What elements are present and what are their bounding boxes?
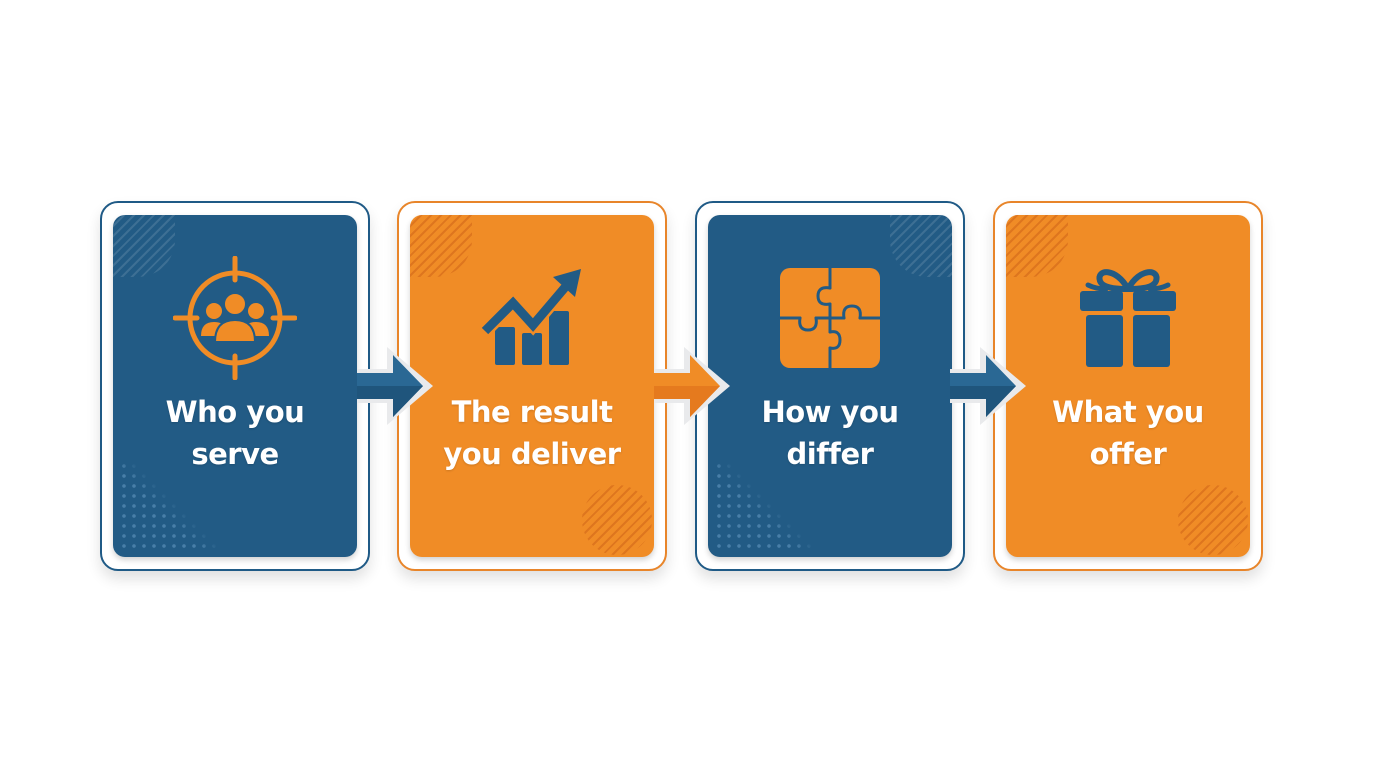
puzzle-icon — [765, 253, 895, 383]
decorative-hatch — [890, 215, 952, 277]
step-label: The result you deliver — [410, 391, 654, 475]
target-audience-icon — [170, 253, 300, 383]
step-label-line1: The result — [451, 395, 613, 429]
decorative-hatch — [113, 215, 175, 277]
step-card-panel: How you differ — [708, 215, 952, 557]
arrow-right-icon — [950, 343, 1040, 429]
step-label-line2: you deliver — [443, 437, 621, 471]
step-label-line1: How you — [761, 395, 899, 429]
growth-chart-icon — [467, 253, 597, 383]
decorative-dots — [119, 461, 219, 551]
decorative-dots — [714, 461, 814, 551]
step-label: Who you serve — [113, 391, 357, 475]
step-label-line2: serve — [191, 437, 279, 471]
step-label: What you offer — [1006, 391, 1250, 475]
decorative-hatch — [1178, 485, 1248, 555]
step-label-line1: What you — [1052, 395, 1204, 429]
decorative-hatch — [410, 215, 472, 277]
step-card-panel: Who you serve — [113, 215, 357, 557]
step-label-line1: Who you — [165, 395, 305, 429]
step-label: How you differ — [708, 391, 952, 475]
step-card-panel: The result you deliver — [410, 215, 654, 557]
gift-icon — [1063, 253, 1193, 383]
step-label-line2: differ — [786, 437, 874, 471]
step-card-what-you-offer: What you offer — [993, 201, 1263, 571]
decorative-hatch — [582, 485, 652, 555]
step-card-who-you-serve: Who you serve — [100, 201, 370, 571]
arrow-right-icon — [654, 343, 744, 429]
step-card-panel: What you offer — [1006, 215, 1250, 557]
arrow-right-icon — [357, 343, 447, 429]
step-label-line2: offer — [1089, 437, 1167, 471]
decorative-hatch — [1006, 215, 1068, 277]
